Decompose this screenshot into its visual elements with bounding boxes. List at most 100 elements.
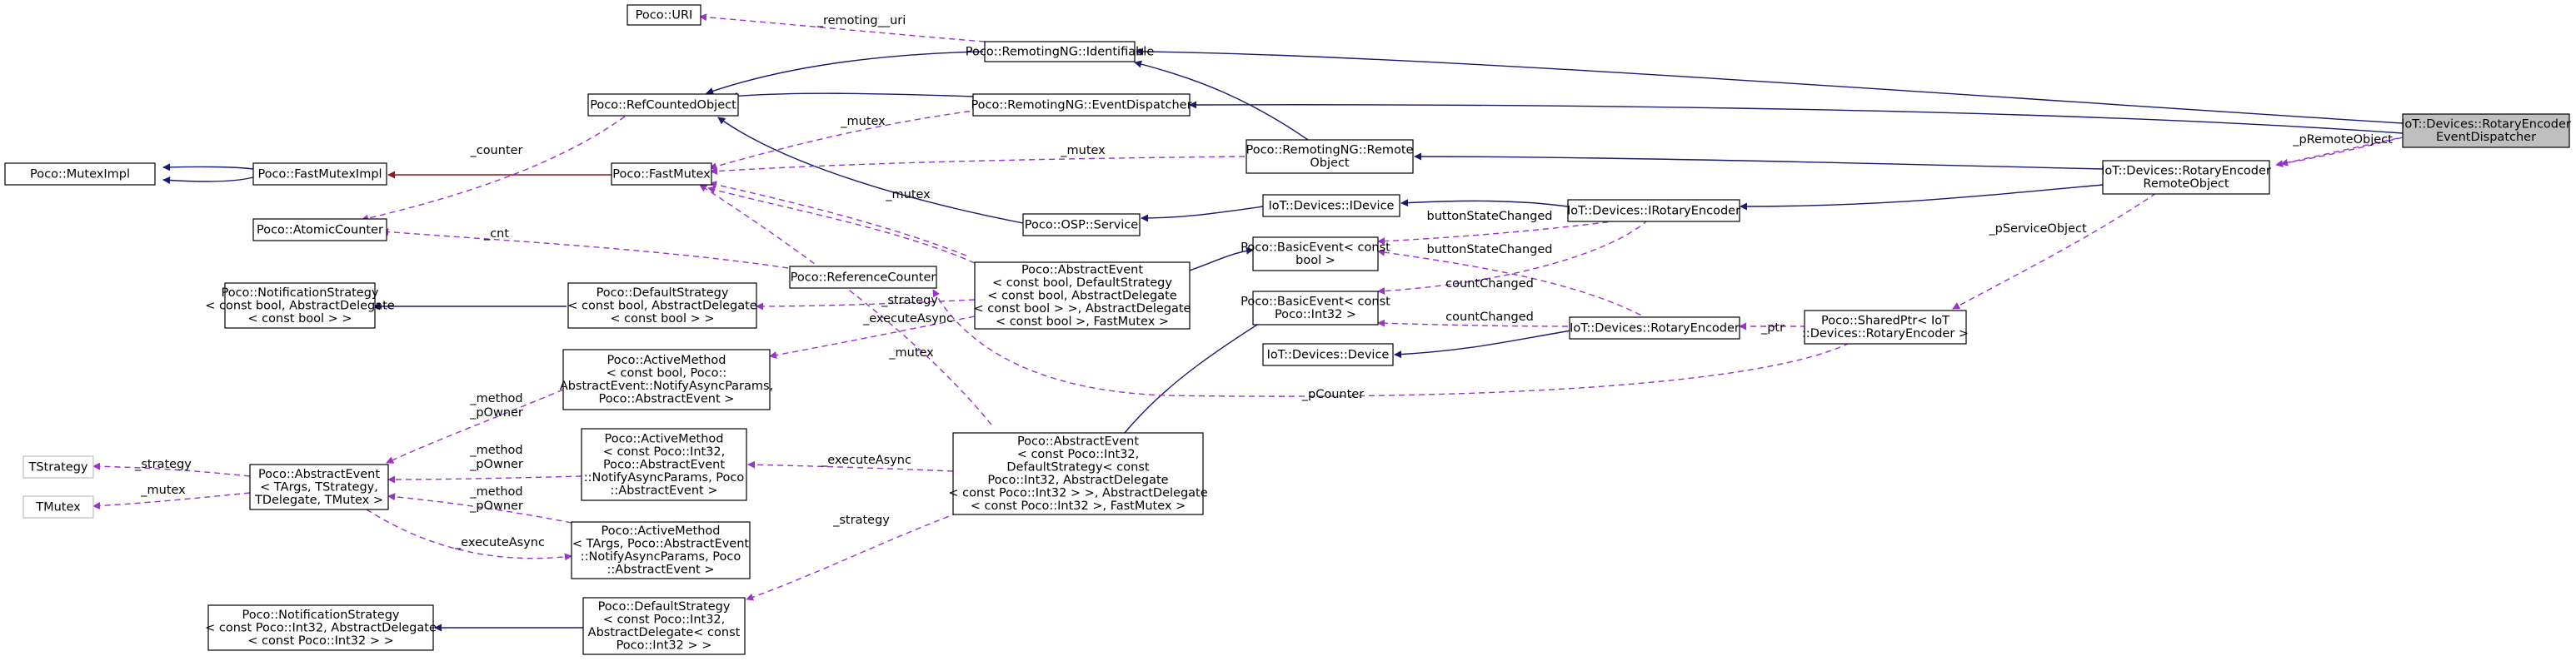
node-box (582, 597, 746, 655)
edge-fastmuteximpl-a (162, 163, 254, 171)
node-fastmutex[interactable]: Poco::FastMutex (611, 162, 712, 186)
node-label-line: Poco::FastMutexImpl (257, 167, 382, 181)
edge-label-premoteobject: _pRemoteObject (2292, 133, 2393, 147)
edge-sharedptr-pcounter (932, 289, 1850, 397)
node-ae-int[interactable]: Poco::AbstractEvent< const Poco::Int32,D… (948, 432, 1208, 515)
node-box (562, 349, 771, 410)
node-label-line: ::NotifyAsyncParams, Poco (584, 471, 745, 485)
node-label-line: < const bool >, FastMutex > (996, 315, 1169, 328)
edge-label-method-am-int: _method (469, 444, 522, 457)
node-label-line: < const Poco::Int32 > >, AbstractDelegat… (948, 487, 1207, 500)
node-label-line: Poco::AbstractEvent (603, 458, 725, 471)
edge-irotaryencoder-countchanged (1377, 219, 1649, 296)
node-identifiable[interactable]: Poco::RemotingNG::Identifiable (966, 41, 1155, 62)
node-label-line: < const Poco::Int32, (603, 445, 726, 459)
node-box (22, 495, 94, 519)
node-box (1246, 139, 1414, 174)
node-notif-bool[interactable]: Poco::NotificationStrategy< const bool, … (205, 282, 395, 329)
node-label-line: Poco::ActiveMethod (602, 524, 721, 538)
node-label-line: Poco::OSP::Service (1025, 218, 1139, 231)
node-activemethod-targs[interactable]: Poco::ActiveMethod< TArgs, Poco::Abstrac… (571, 521, 751, 579)
node-device[interactable]: IoT::Devices::Device (1262, 343, 1394, 366)
node-eventdispatcher[interactable]: Poco::RemotingNG::EventDispatcher (971, 93, 1192, 117)
node-label-line: Poco::AbstractEvent (258, 468, 380, 481)
edge-label-buttonstatechanged-a: buttonStateChanged (1427, 210, 1553, 223)
node-rotaryencoder[interactable]: IoT::Devices::RotaryEncoder (1569, 316, 1740, 340)
node-label-line: TDelegate, TMutex > (254, 494, 383, 507)
node-activemethod-int[interactable]: Poco::ActiveMethod< const Poco::Int32,Po… (581, 428, 747, 501)
edge-label-strategy-ae-generic: _strategy (134, 458, 192, 471)
node-red-main[interactable]: IoT::Devices::RotaryEncoderEventDispatch… (2401, 113, 2571, 148)
node-fastmuteximpl[interactable]: Poco::FastMutexImpl (252, 162, 387, 186)
edge-am-int-method (387, 475, 582, 484)
edge-eventdispatcher-to-red (1189, 101, 2404, 134)
edge-ae-bool-strategy (756, 299, 976, 311)
node-label-line: Object (1310, 157, 1350, 170)
node-remoteobject[interactable]: Poco::RemotingNG::RemoteObject (1246, 139, 1414, 174)
node-atomiccounter[interactable]: Poco::AtomicCounter (252, 218, 387, 241)
node-label-line: IoT::Devices::Device (1267, 348, 1390, 361)
node-refcounter[interactable]: Poco::ReferenceCounter (789, 266, 937, 289)
node-osp-service[interactable]: Poco::OSP::Service (1022, 213, 1141, 236)
node-box (627, 4, 701, 26)
node-defstrat-int[interactable]: Poco::DefaultStrategy< const Poco::Int32… (582, 597, 746, 655)
node-ae-generic[interactable]: Poco::AbstractEvent< TArgs, TStrategy,TD… (249, 464, 389, 510)
edge-irotaryencoder-buttonstatechanged (1377, 217, 1639, 246)
node-sharedptr[interactable]: Poco::SharedPtr< IoT::Devices::RotaryEnc… (1802, 310, 1969, 345)
node-box (4, 162, 156, 186)
edge-label-powner-am-int: _pOwner (469, 458, 523, 471)
edge-label-executeasync-ae-bool: _executeAsync (862, 312, 953, 326)
edge-fastmuteximpl-b (162, 176, 254, 185)
node-label-line: TMutex (35, 500, 81, 514)
node-label-line: TStrategy (28, 460, 88, 474)
node-label-line: < TArgs, Poco::AbstractEvent (572, 538, 750, 551)
node-idevice[interactable]: IoT::Devices::IDevice (1262, 194, 1400, 217)
node-box (207, 604, 434, 651)
edge-ae-generic-strategy (92, 462, 251, 477)
edge-label-buttonstatechanged-b: buttonStateChanged (1427, 243, 1553, 256)
node-label-line: EventDispatcher (2436, 131, 2536, 144)
edge-irotaryencoder-to-idevice (1400, 199, 1569, 207)
node-box (252, 218, 387, 241)
node-label-line: AbstractDelegate< const (588, 626, 741, 639)
node-refcounted[interactable]: Poco::RefCountedObject (587, 93, 739, 117)
node-muteximpl[interactable]: Poco::MutexImpl (4, 162, 156, 186)
node-uri[interactable]: Poco::URI (627, 4, 701, 26)
edge-label-mutex-eventdispatcher: _mutex (840, 115, 886, 128)
edge-label-mutex-ae-generic: _mutex (140, 484, 186, 497)
node-irotaryencoder[interactable]: IoT::Devices::IRotaryEncoder (1567, 199, 1740, 222)
node-ae-bool[interactable]: Poco::AbstractEvent< const bool, Default… (974, 261, 1191, 330)
node-label-line: Poco::ReferenceCounter (791, 271, 936, 284)
node-box (789, 266, 937, 289)
node-box (1022, 213, 1141, 236)
edge-label-mutex-remoteobject: _mutex (1060, 144, 1106, 157)
node-box (1567, 199, 1740, 222)
node-label-line: ::NotifyAsyncParams, Poco (581, 550, 741, 564)
node-label-line: DefaultStrategy< const (1006, 461, 1149, 475)
node-defstrat-bool[interactable]: Poco::DefaultStrategy< const bool, Abstr… (567, 282, 757, 329)
edge-label-executeasync-ae-generic: _executeAsync (454, 536, 545, 549)
edge-label-executeasync-ae-int: _executeAsync (821, 454, 911, 467)
node-label-line: < const bool, AbstractDelegate (205, 299, 395, 312)
edge-rotaryencoder-buttonstatechanged (1377, 248, 1650, 321)
node-notif-int[interactable]: Poco::NotificationStrategy< const Poco::… (205, 604, 437, 651)
node-tmutex[interactable]: TMutex (22, 495, 94, 519)
node-label-line: IoT::Devices::RotaryEncoder (2101, 165, 2271, 178)
node-label-line: Poco::URI (636, 8, 693, 22)
edge-refcounter-mutex (709, 181, 967, 256)
node-label-line: ::AbstractEvent > (607, 564, 715, 577)
node-label-line: IoT::Devices::IRotaryEncoder (1567, 204, 1740, 217)
node-tstrategy[interactable]: TStrategy (22, 455, 94, 479)
node-box (249, 464, 389, 510)
edge-refcounter-cnt (381, 228, 789, 269)
node-label-line: Poco::Int32 > (1275, 308, 1356, 321)
edge-label-method-am-bool: _method (469, 392, 522, 405)
edge-refcounted-counter (361, 116, 626, 222)
node-label-line: Poco::Int32, AbstractDelegate (987, 474, 1168, 487)
edge-ae-int-strategy (746, 512, 959, 601)
node-label-line: Poco::DefaultStrategy (598, 600, 731, 614)
node-activemethod-bool[interactable]: Poco::ActiveMethod< const bool, Poco::Ab… (560, 349, 773, 410)
